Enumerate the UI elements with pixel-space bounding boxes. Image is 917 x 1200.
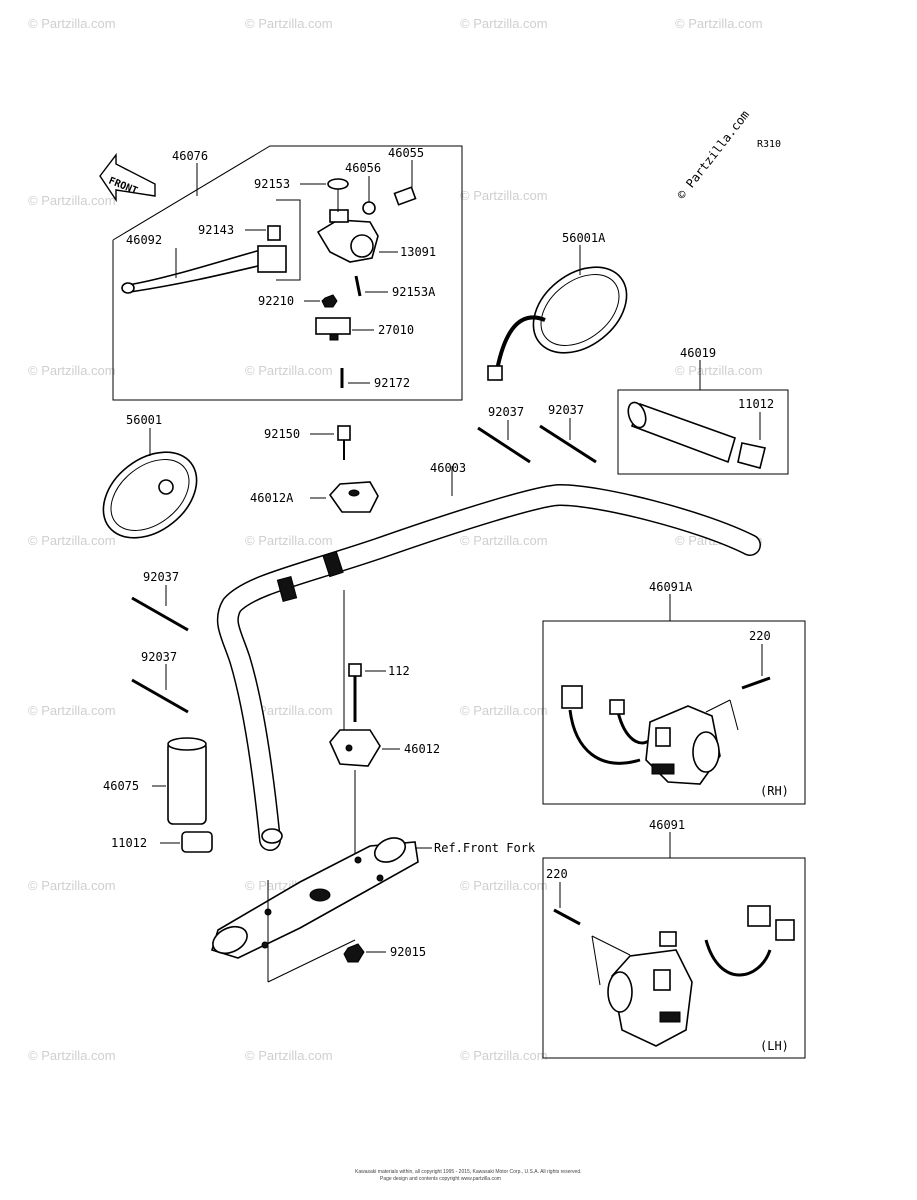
watermark-layer: © Partzilla.com © Partzilla.com © Partzi… (28, 16, 763, 1063)
label-56001A: 56001A (562, 231, 606, 245)
master-cylinder-assembly-frame: 46076 (112, 145, 463, 401)
cable-tie-a: 92037 (477, 405, 531, 464)
watermark: © Partzilla.com (28, 1048, 116, 1063)
banjo-washer: 46056 (345, 161, 381, 215)
master-cylinder-body: 13091 (316, 209, 436, 263)
pivot-bolt: 92143 (198, 199, 301, 281)
upper-triple-clamp: Ref.Front Fork (211, 837, 536, 983)
cable-tie-d: 92037 (131, 650, 189, 714)
label-92153: 92153 (254, 177, 290, 191)
label-11012-b: 11012 (111, 836, 147, 850)
label-92172: 92172 (374, 376, 410, 390)
label-46076: 46076 (172, 149, 208, 163)
label-46091: 46091 (649, 818, 685, 832)
label-27010: 27010 (378, 323, 414, 337)
watermark: © Partzilla.com (245, 363, 333, 378)
watermark: © Partzilla.com (245, 1048, 333, 1063)
watermark: © Partzilla.com (245, 533, 333, 548)
left-grip: 46075 (103, 737, 207, 825)
brake-light-switch: 27010 (315, 317, 414, 341)
watermark: © Partzilla.com (460, 533, 548, 548)
watermark: © Partzilla.com (245, 703, 333, 718)
copyright-line-2: Page design and contents copyright www.p… (380, 1176, 501, 1182)
switch-screw: 92153A (354, 275, 436, 299)
watermark: © Partzilla.com (460, 703, 548, 718)
holder-bolt-112: 112 (348, 663, 410, 722)
reference-code: R310 (757, 139, 781, 150)
label-92037-a: 92037 (488, 405, 524, 419)
label-92037-b: 92037 (548, 403, 584, 417)
holder-bolt: 92150 (264, 425, 351, 460)
watermark: © Partzilla.com (675, 16, 763, 31)
label-92150: 92150 (264, 427, 300, 441)
label-13091: 13091 (400, 245, 436, 259)
switch-screw-92172: 92172 (340, 368, 410, 390)
watermark: © Partzilla.com (460, 188, 548, 203)
label-220-a: 220 (749, 629, 771, 643)
lh-label: (LH) (760, 1039, 789, 1053)
watermark: © Partzilla.com (28, 703, 116, 718)
watermark: © Partzilla.com (28, 193, 116, 208)
watermark: © Partzilla.com (675, 363, 763, 378)
cable-tie-c: 92037 (131, 570, 189, 632)
watermark: © Partzilla.com (28, 16, 116, 31)
lower-handlebar-holder: 46012 (329, 729, 440, 767)
right-mirror: 56001A (487, 231, 628, 381)
label-46056: 46056 (345, 161, 381, 175)
label-46091A: 46091A (649, 580, 693, 594)
upper-handlebar-holder: 46012A (250, 481, 379, 513)
label-220-b: 220 (546, 867, 568, 881)
watermark: © Partzilla.com (460, 878, 548, 893)
clamp-nut: 92015 (343, 943, 426, 963)
label-46075: 46075 (103, 779, 139, 793)
label-46012A: 46012A (250, 491, 294, 505)
grip-end: 11012 (111, 831, 213, 853)
label-92037-c: 92037 (143, 570, 179, 584)
watermark: © Partzilla.com (28, 878, 116, 893)
handlebar: 46003 (216, 461, 761, 851)
left-mirror: 56001 (102, 413, 198, 539)
label-92210: 92210 (258, 294, 294, 308)
label-46055: 46055 (388, 146, 424, 160)
watermark: © Partzilla.com (460, 16, 548, 31)
front-arrow-icon: FRONT (99, 152, 156, 203)
label-92037-d: 92037 (141, 650, 177, 664)
watermark: © Partzilla.com (460, 1048, 548, 1063)
label-46012: 46012 (404, 742, 440, 756)
throttle-grip-assembly: 46019 11012 (617, 346, 789, 475)
banjo-bolt: 46055 (388, 146, 424, 206)
watermark: © Partzilla.com (28, 363, 116, 378)
label-92153A: 92153A (392, 285, 436, 299)
watermark: © Partzilla.com (28, 533, 116, 548)
label-92015: 92015 (390, 945, 426, 959)
cable-tie-b: 92037 (539, 403, 597, 464)
label-11012-a: 11012 (738, 397, 774, 411)
label-46003: 46003 (430, 461, 466, 475)
label-56001: 56001 (126, 413, 162, 427)
watermark-rotated: © Partzilla.com (674, 108, 752, 202)
watermark: © Partzilla.com (245, 16, 333, 31)
label-46019: 46019 (680, 346, 716, 360)
ref-front-fork-label: Ref.Front Fork (434, 841, 536, 855)
label-112: 112 (388, 664, 410, 678)
reservoir-cap: 92153 (254, 177, 349, 212)
right-switch-housing-box: 46091A 220 (RH) (542, 580, 806, 805)
rh-label: (RH) (760, 784, 789, 798)
brake-lever: 46092 (121, 233, 287, 294)
left-switch-housing-box: 46091 220 (LH) (542, 818, 806, 1059)
label-92143: 92143 (198, 223, 234, 237)
lever-nut: 92210 (258, 294, 338, 308)
label-46092: 46092 (126, 233, 162, 247)
copyright-line-1: Kawasaki materials within, all copyright… (355, 1169, 582, 1175)
